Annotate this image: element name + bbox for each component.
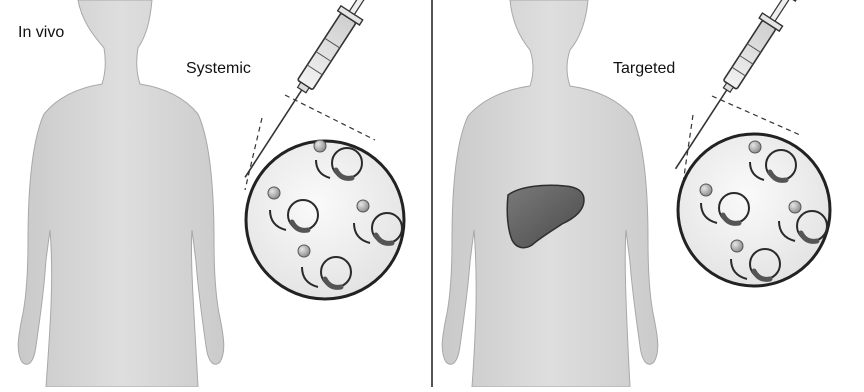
systemic-label: Systemic (186, 60, 251, 78)
right-cell-zoom-circle (678, 134, 830, 286)
left-cell-zoom-circle (246, 141, 404, 299)
page-title: In vivo (18, 24, 64, 42)
targeted-label: Targeted (613, 60, 675, 78)
left-human-silhouette (18, 0, 224, 387)
